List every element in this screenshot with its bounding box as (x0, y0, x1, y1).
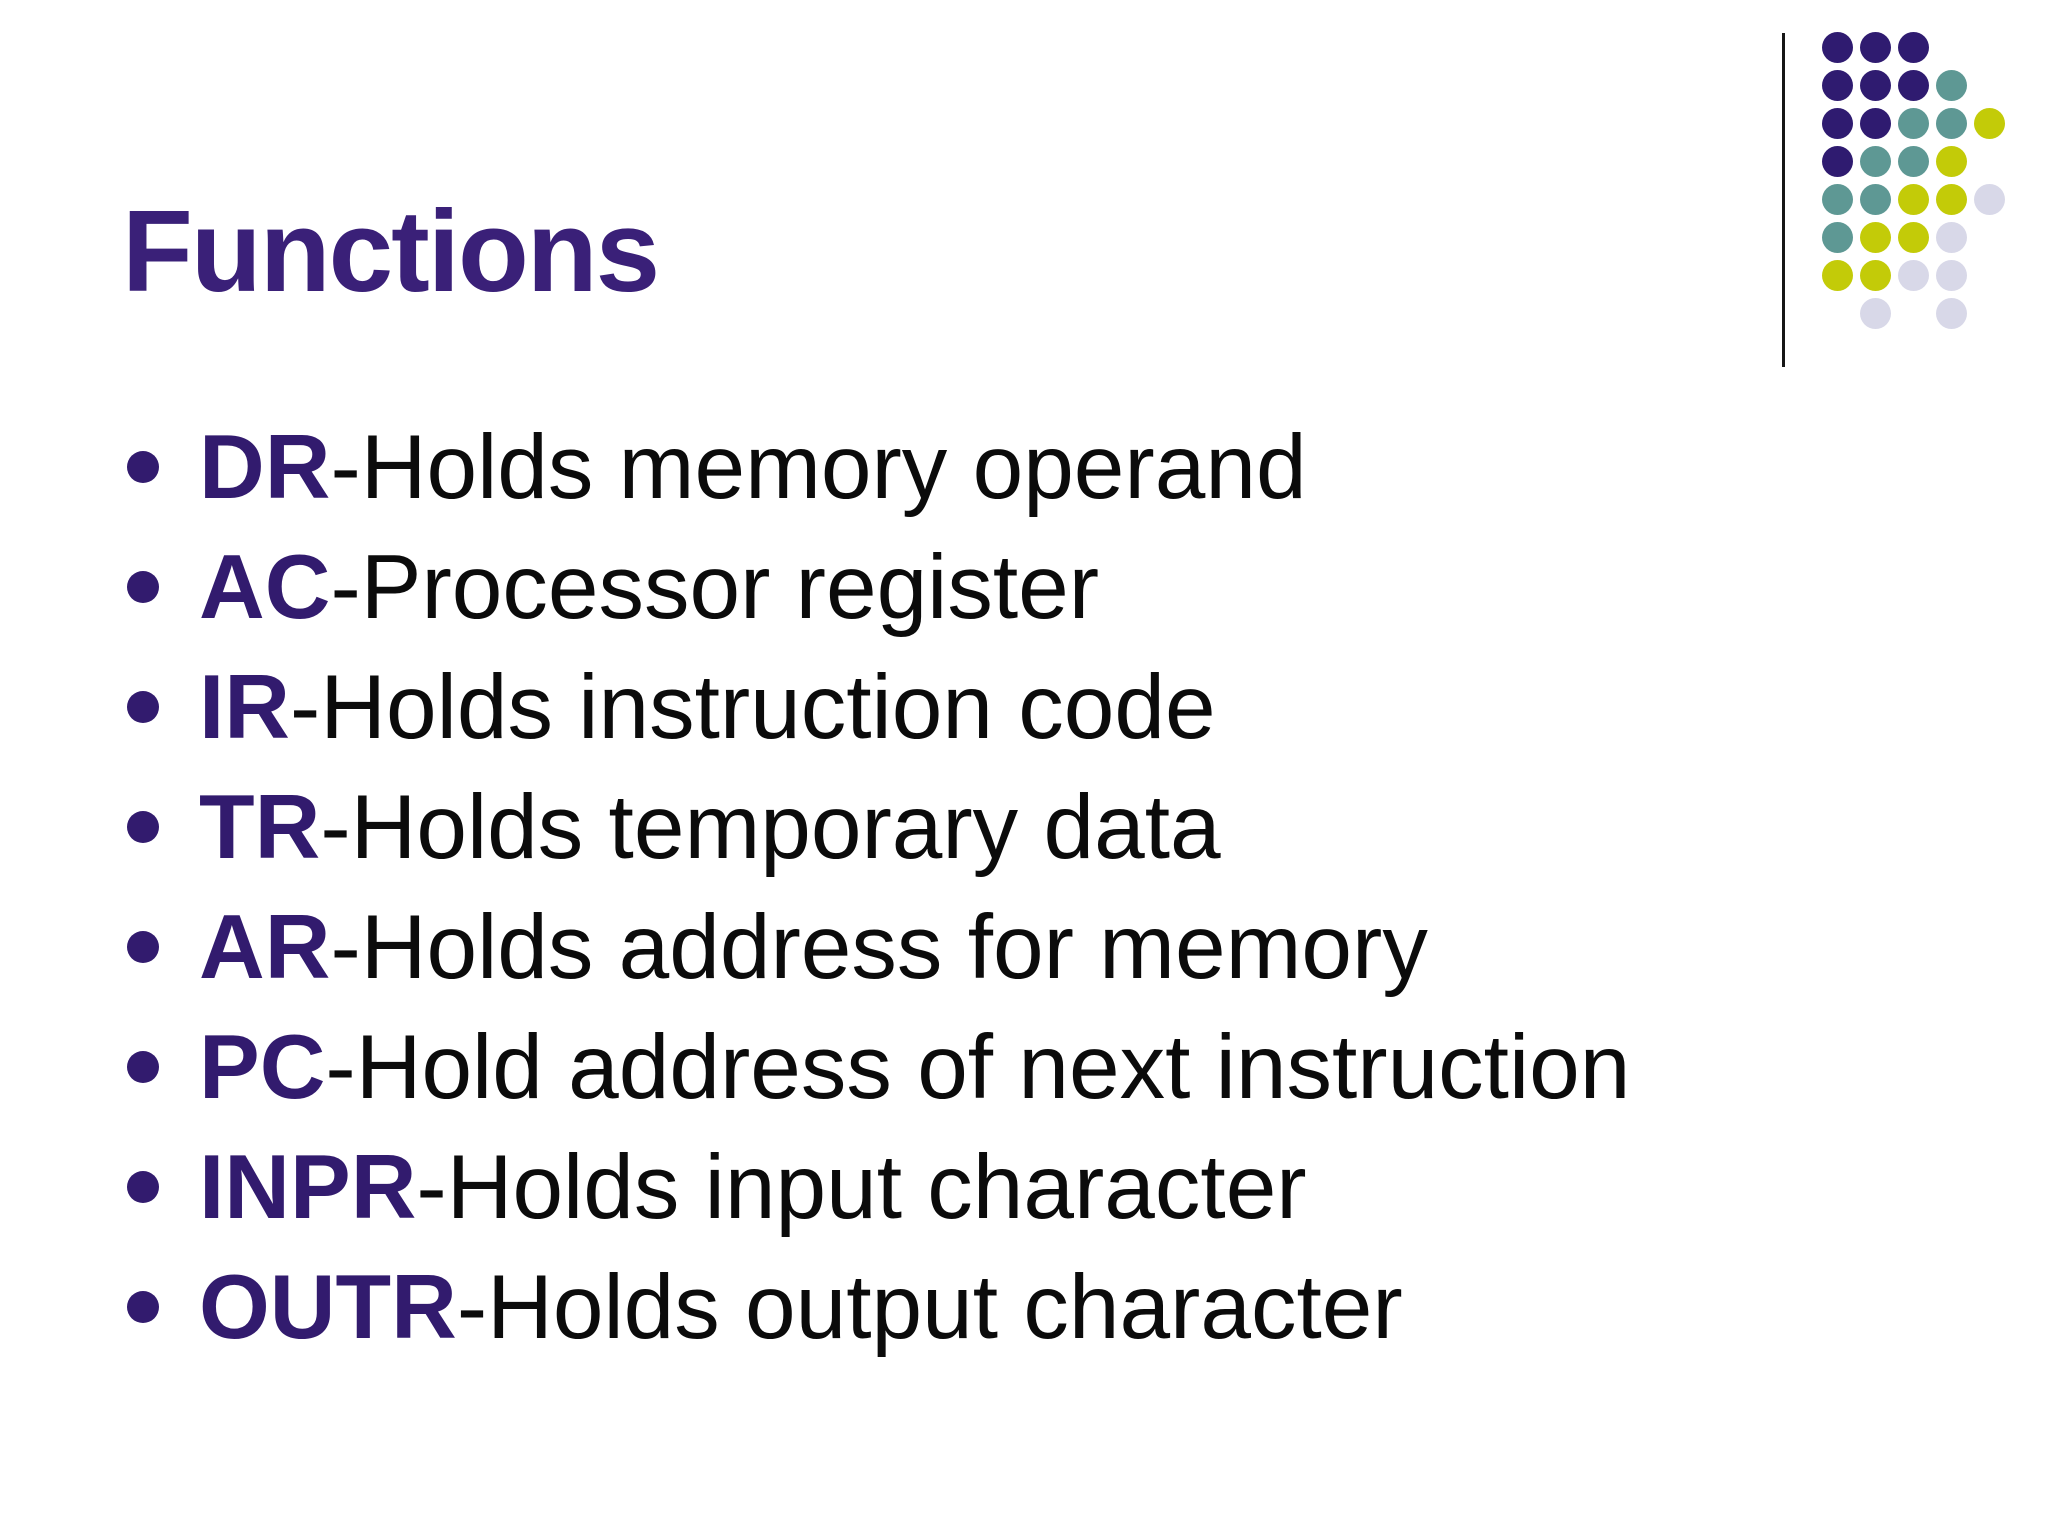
decorative-dot (1936, 298, 1967, 329)
bullet-icon (127, 691, 159, 723)
divider-line (1782, 33, 1785, 367)
decorative-dot (1936, 184, 1967, 215)
register-abbr: AR (199, 896, 331, 998)
decorative-dot (1860, 222, 1891, 253)
register-abbr: TR (199, 776, 321, 878)
decorative-dot (1860, 298, 1891, 329)
register-abbr: INPR (199, 1136, 417, 1238)
list-item: TR-Holds temporary data (0, 767, 2048, 887)
bullet-text: AR-Holds address for memory (199, 902, 1428, 993)
decorative-dot (1860, 260, 1891, 291)
decorative-dot (1860, 108, 1891, 139)
list-item: AC-Processor register (0, 527, 2048, 647)
decorative-dot (1898, 108, 1929, 139)
bullet-text: TR-Holds temporary data (199, 782, 1221, 873)
decorative-dot (1898, 260, 1929, 291)
decorative-dot (1936, 108, 1967, 139)
register-abbr: IR (199, 656, 290, 758)
decorative-dot (1860, 146, 1891, 177)
bullet-icon (127, 1171, 159, 1203)
bullet-icon (127, 811, 159, 843)
list-item: OUTR-Holds output character (0, 1247, 2048, 1367)
register-desc: -Holds address for memory (330, 896, 1428, 998)
bullet-icon (127, 1051, 159, 1083)
register-desc: -Processor register (330, 536, 1100, 638)
decorative-dot (1936, 146, 1967, 177)
decorative-dot (1898, 222, 1929, 253)
decorative-dot (1822, 146, 1853, 177)
bullet-text: INPR-Holds input character (199, 1142, 1307, 1233)
decorative-dot (1860, 184, 1891, 215)
decorative-dot (1860, 70, 1891, 101)
bullet-icon (127, 571, 159, 603)
decorative-dot (1822, 32, 1853, 63)
bullet-icon (127, 931, 159, 963)
decorative-dot (1898, 184, 1929, 215)
register-desc: -Holds input character (416, 1136, 1307, 1238)
list-item: PC-Hold address of next instruction (0, 1007, 2048, 1127)
register-desc: -Holds temporary data (320, 776, 1221, 878)
decorative-dot (1898, 32, 1929, 63)
list-item: AR-Holds address for memory (0, 887, 2048, 1007)
decorative-dot (1822, 222, 1853, 253)
register-abbr: OUTR (199, 1256, 457, 1358)
decorative-dot (1936, 222, 1967, 253)
decorative-dot (1936, 70, 1967, 101)
register-abbr: AC (199, 536, 331, 638)
register-desc: -Holds memory operand (330, 416, 1307, 518)
decorative-dot (1974, 184, 2005, 215)
bullet-text: DR-Holds memory operand (199, 422, 1307, 513)
decorative-dot (1822, 260, 1853, 291)
bullet-icon (127, 1291, 159, 1323)
decorative-dot (1974, 108, 2005, 139)
register-abbr: DR (199, 416, 331, 518)
decorative-dot (1822, 184, 1853, 215)
list-item: INPR-Holds input character (0, 1127, 2048, 1247)
list-item: IR-Holds instruction code (0, 647, 2048, 767)
register-abbr: PC (199, 1016, 326, 1118)
register-desc: -Hold address of next instruction (325, 1016, 1631, 1118)
decorative-dot (1936, 260, 1967, 291)
bullet-text: OUTR-Holds output character (199, 1262, 1403, 1353)
register-desc: -Holds instruction code (290, 656, 1216, 758)
decorative-dot (1822, 108, 1853, 139)
bullet-text: PC-Hold address of next instruction (199, 1022, 1630, 1113)
decorative-dot (1898, 146, 1929, 177)
list-item: DR-Holds memory operand (0, 407, 2048, 527)
slide-title: Functions (122, 186, 660, 316)
bullet-icon (127, 451, 159, 483)
register-desc: -Holds output character (456, 1256, 1403, 1358)
bullet-text: AC-Processor register (199, 542, 1099, 633)
decorative-dot (1822, 70, 1853, 101)
bullet-text: IR-Holds instruction code (199, 662, 1216, 753)
decorative-dot (1898, 70, 1929, 101)
dot-pattern (1822, 32, 2007, 330)
decorative-dot (1860, 32, 1891, 63)
